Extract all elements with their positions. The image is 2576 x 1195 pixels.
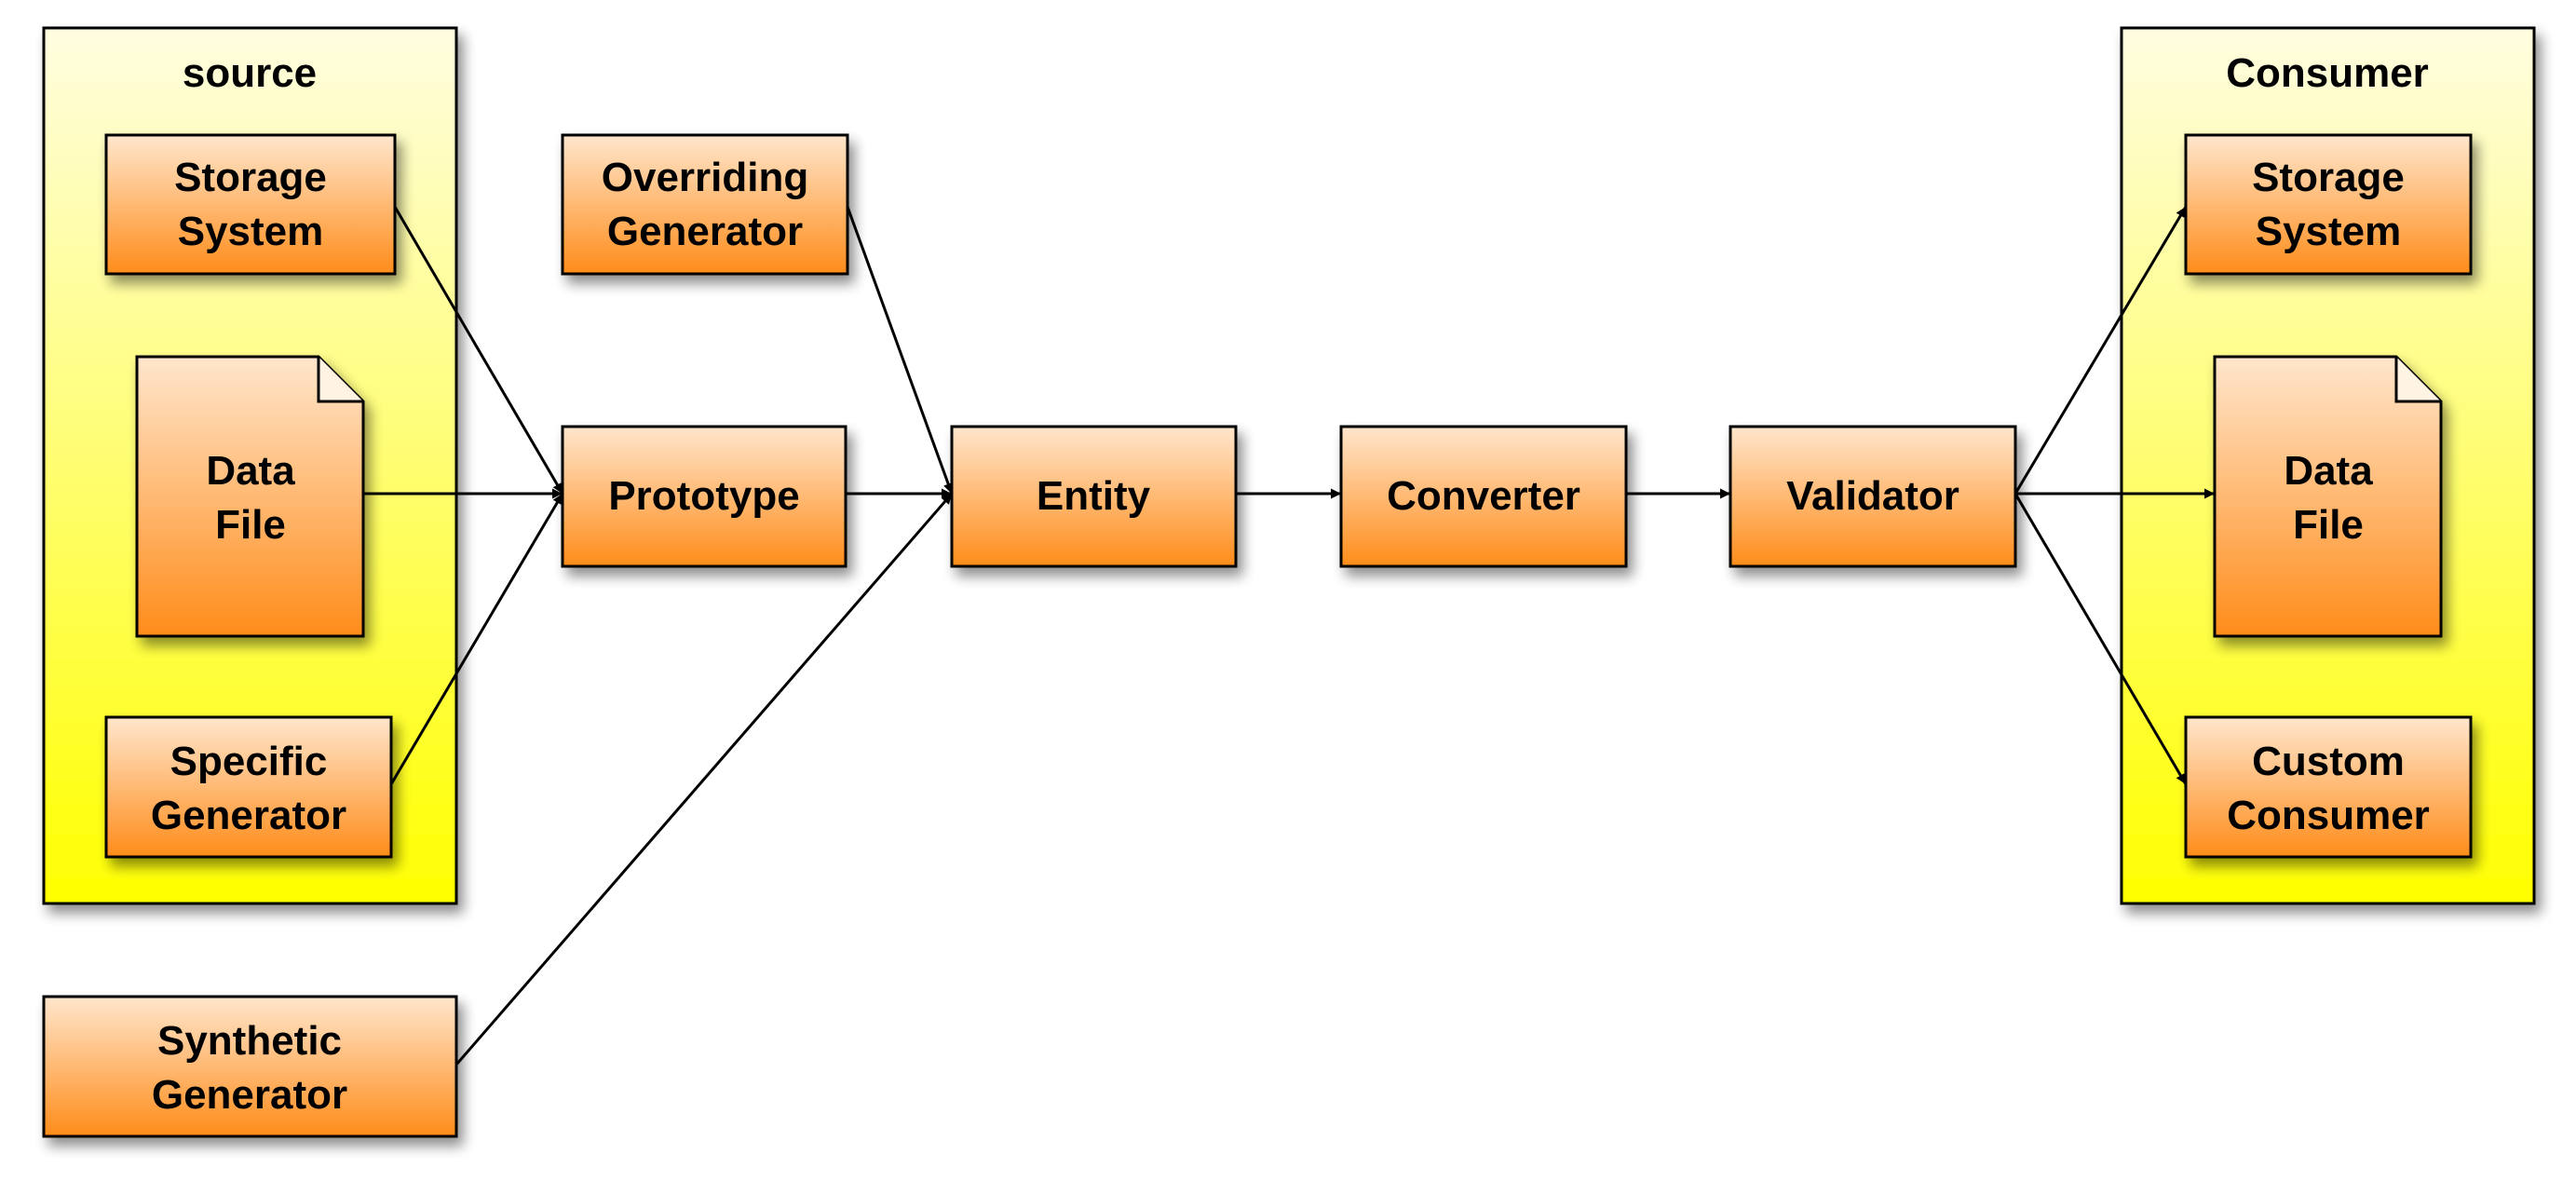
entity-label: Entity bbox=[1037, 473, 1151, 519]
consumer-data-file-line2: File bbox=[2293, 502, 2364, 548]
consumer-storage-system-node[interactable]: Storage System bbox=[2184, 133, 2473, 276]
source-data-file-node[interactable]: Data File bbox=[135, 355, 365, 638]
overriding-generator-node[interactable]: Overriding Generator bbox=[561, 133, 849, 276]
consumer-data-file-line1: Data bbox=[2284, 448, 2373, 494]
validator-label: Validator bbox=[1786, 473, 1959, 519]
connections bbox=[363, 206, 2215, 1066]
consumer-storage-line2: System bbox=[2256, 209, 2402, 254]
prototype-label: Prototype bbox=[608, 473, 799, 519]
source-specific-generator-node[interactable]: Specific Generator bbox=[104, 715, 393, 859]
entity-node[interactable]: Entity bbox=[950, 425, 1238, 568]
synthetic-generator-line2: Generator bbox=[152, 1072, 347, 1118]
overriding-generator-line2: Generator bbox=[607, 209, 803, 254]
synthetic-generator-line1: Synthetic bbox=[157, 1018, 342, 1064]
edge-source-storage-to-prototype bbox=[393, 206, 564, 495]
converter-label: Converter bbox=[1387, 473, 1580, 519]
edge-validator-to-consumer-storage bbox=[2013, 206, 2188, 495]
source-storage-line1: Storage bbox=[174, 155, 327, 200]
edge-overriding-generator-to-entity bbox=[846, 206, 954, 495]
synthetic-generator-node[interactable]: Synthetic Generator bbox=[42, 995, 458, 1138]
specific-generator-line1: Specific bbox=[170, 739, 328, 784]
source-data-file-line2: File bbox=[215, 502, 286, 548]
edge-specific-generator-to-prototype bbox=[389, 493, 564, 785]
source-group-title: source bbox=[183, 50, 317, 96]
custom-consumer-node[interactable]: Custom Consumer bbox=[2184, 715, 2473, 859]
edge-synthetic-generator-to-entity bbox=[454, 493, 954, 1066]
source-data-file-line1: Data bbox=[206, 448, 295, 494]
custom-consumer-line1: Custom bbox=[2252, 739, 2405, 784]
custom-consumer-line2: Consumer bbox=[2227, 793, 2430, 838]
source-storage-line2: System bbox=[178, 209, 324, 254]
consumer-data-file-node[interactable]: Data File bbox=[2213, 355, 2443, 638]
overriding-generator-line1: Overriding bbox=[602, 155, 809, 200]
consumer-group-title: Consumer bbox=[2226, 50, 2429, 96]
prototype-node[interactable]: Prototype bbox=[561, 425, 847, 568]
source-storage-system-node[interactable]: Storage System bbox=[104, 133, 397, 276]
consumer-storage-line1: Storage bbox=[2252, 155, 2405, 200]
specific-generator-line2: Generator bbox=[151, 793, 346, 838]
converter-node[interactable]: Converter bbox=[1339, 425, 1628, 568]
edge-validator-to-custom-consumer bbox=[2013, 493, 2188, 785]
validator-node[interactable]: Validator bbox=[1729, 425, 2017, 568]
